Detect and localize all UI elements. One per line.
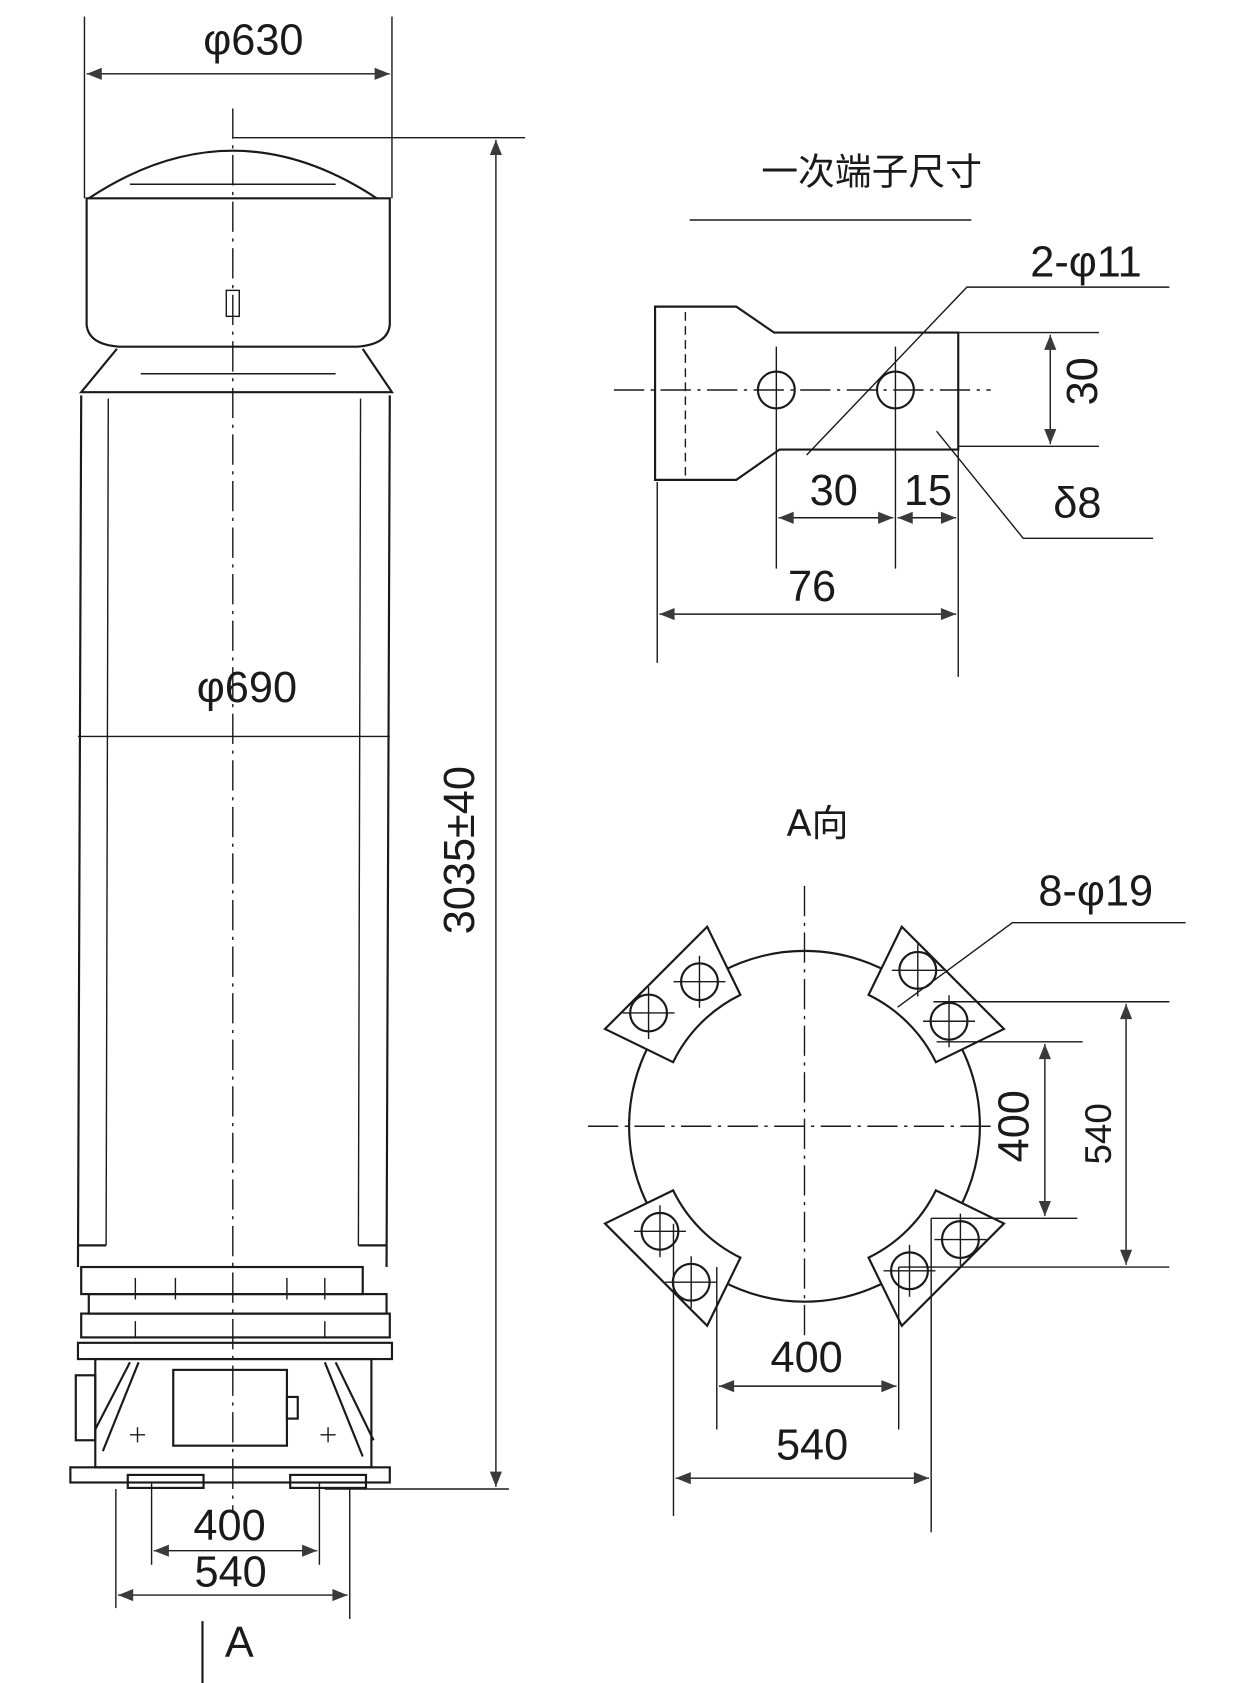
terminal-holes-label: 2-φ11 <box>1030 238 1142 286</box>
thickness-label: δ8 <box>1053 480 1101 528</box>
flange <box>78 348 394 394</box>
cap-marker <box>225 289 240 318</box>
hole-crosshair <box>883 1244 936 1297</box>
hole-crosshair <box>633 1205 686 1258</box>
height-dimension: 3035±40 <box>232 137 526 1490</box>
hole-crosshair <box>934 1213 987 1266</box>
body-outline <box>76 395 391 1268</box>
hole-spacing-label: 30 <box>810 467 858 515</box>
view-a: A向 8-φ19 540 400 400 540 <box>587 802 1186 1533</box>
mounting-pad <box>867 1188 1006 1328</box>
mounting-pad <box>603 1188 742 1328</box>
terminal-height-label: 30 <box>1059 357 1107 405</box>
terminal-detail-view: 一次端子尺寸 2-φ11 30 30 15 δ8 76 <box>613 150 1170 677</box>
vertical-inner-label: 400 <box>991 1090 1039 1162</box>
main-elevation-view: φ690 φ630 3035± <box>69 16 526 1683</box>
edge-distance-label: 15 <box>904 467 952 515</box>
base-dimensions: 400 540 A <box>115 1483 351 1683</box>
top-diameter-dimension: φ630 <box>83 16 393 199</box>
cap-dome <box>88 149 378 200</box>
cap-body <box>85 197 391 348</box>
height-label: 3035±40 <box>436 766 484 934</box>
view-a-holes-label: 8-φ19 <box>1038 867 1153 915</box>
hole-crosshair <box>673 955 726 1008</box>
base-inner-label: 400 <box>193 1502 265 1550</box>
terminal-detail-title: 一次端子尺寸 <box>761 150 982 193</box>
body-diameter-label: φ690 <box>197 664 297 712</box>
vertical-outer-label: 540 <box>1078 1103 1119 1164</box>
hole-crosshair <box>891 944 944 997</box>
horizontal-inner-label: 400 <box>771 1334 843 1382</box>
hole-crosshair <box>622 986 675 1039</box>
hole-crosshair <box>923 995 976 1048</box>
mounting-pad <box>603 924 742 1064</box>
view-marker-label: A <box>225 1619 254 1667</box>
terminal-length-label: 76 <box>788 563 836 611</box>
base-outer-label: 540 <box>195 1548 267 1596</box>
horizontal-outer-label: 540 <box>776 1422 848 1470</box>
base-assembly <box>69 1265 394 1489</box>
top-diameter-label: φ630 <box>203 16 303 64</box>
view-a-title: A向 <box>786 802 848 845</box>
